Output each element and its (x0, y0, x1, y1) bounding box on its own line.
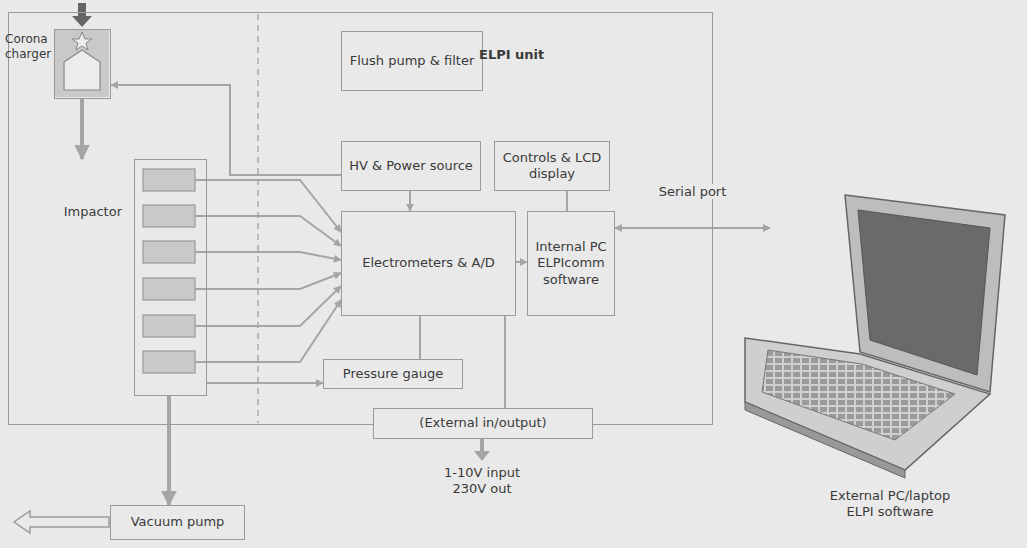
node-label: Impactor (22, 204, 122, 220)
connector (111, 85, 341, 175)
node-label: Electrometers & A/D (362, 255, 495, 271)
connector (207, 382, 323, 384)
stage-leads (195, 180, 206, 362)
elpi-unit-housing: ELPI unit Corona chargerImpactor Flush pum… (8, 12, 713, 425)
inlet-arrow (72, 3, 92, 27)
io-note: 1-10V input 230V out (432, 465, 532, 498)
node-label: Controls & LCD display (499, 150, 605, 183)
connector (566, 191, 568, 211)
outlet-arrow (14, 511, 109, 533)
connector (167, 396, 171, 505)
node-label: Pressure gauge (343, 366, 443, 382)
connector (504, 316, 506, 408)
connector (516, 261, 527, 263)
connector (207, 216, 341, 246)
connector (409, 191, 411, 211)
pressure-gauge-box: Pressure gauge (323, 359, 463, 389)
node-label: Flush pump & filter (350, 53, 475, 69)
node-label: Corona charger (5, 32, 53, 62)
corona-charger: Corona charger (54, 29, 111, 99)
connector (207, 273, 341, 289)
connector (80, 99, 84, 159)
impactor-stages (143, 169, 195, 373)
internal-pc-box: Internal PC ELPIcomm software (527, 211, 615, 316)
electrometer-box: Electrometers & A/D (341, 211, 516, 316)
node-label: (External in/output) (419, 415, 546, 431)
connector (207, 300, 341, 362)
node-label: HV & Power source (349, 158, 473, 174)
node-label: ELPI unit (479, 47, 544, 63)
laptop-drawing (745, 195, 1005, 478)
power-source-box: HV & Power source (341, 141, 481, 191)
node-label: External PC/laptop ELPI software (770, 488, 1010, 521)
edge-label: Serial port (657, 184, 729, 199)
charger-body (54, 29, 109, 97)
node-label: Internal PC ELPIcomm software (532, 239, 610, 288)
vacuum-pump-box: Vacuum pump (110, 505, 245, 540)
node-label: Vacuum pump (131, 514, 225, 530)
external-io-box: (External in/output) (373, 408, 593, 439)
connector (207, 286, 341, 326)
connector (419, 316, 421, 359)
connector (207, 180, 341, 232)
external-laptop: External PC/laptop ELPI software (770, 190, 1010, 520)
controls-box: Controls & LCD display (494, 141, 610, 191)
io-arrow (474, 439, 490, 461)
flush-pump-box: Flush pump & filter (341, 31, 483, 91)
connector (207, 252, 341, 260)
connector (615, 227, 770, 229)
impactor: Impactor (134, 159, 207, 396)
